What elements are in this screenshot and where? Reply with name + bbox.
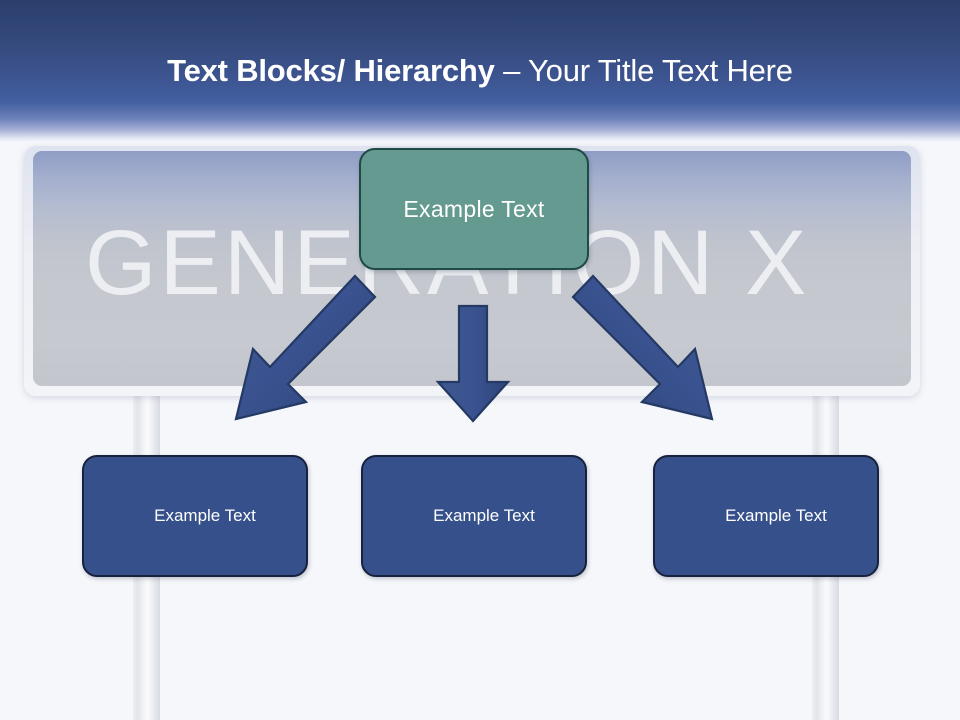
page-title-separator: – [503,53,529,88]
page-title-light: Your Title Text Here [528,53,793,88]
hierarchy-child-box-1[interactable]: Example Text [82,455,308,577]
title-banner: Text Blocks/ Hierarchy – Your Title Text… [0,0,960,142]
hierarchy-child-label-1: Example Text [154,506,256,525]
hierarchy-root-label: Example Text [403,195,545,222]
hierarchy-child-label-2: Example Text [433,506,535,525]
page-title: Text Blocks/ Hierarchy – Your Title Text… [0,52,960,90]
hierarchy-child-box-3[interactable]: Example Text [653,455,879,577]
hierarchy-child-label-3: Example Text [725,506,827,525]
hierarchy-child-box-2[interactable]: Example Text [361,455,587,577]
hierarchy-root-box[interactable]: Example Text [359,148,589,270]
page-title-bold: Text Blocks/ Hierarchy [167,53,504,88]
